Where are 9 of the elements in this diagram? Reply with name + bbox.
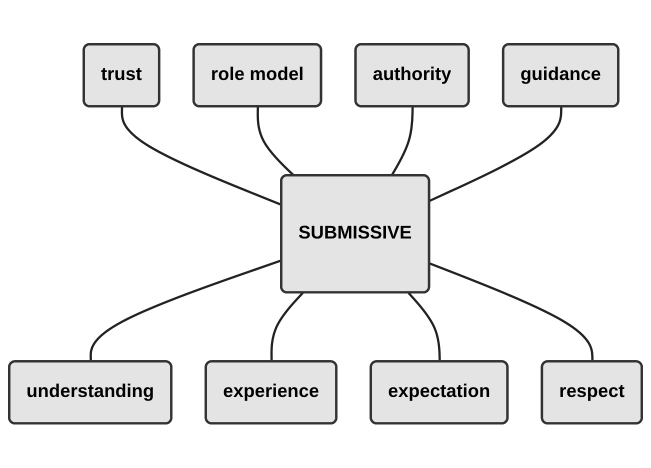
concept-box: expectation — [370, 360, 509, 425]
concept-box: experience — [204, 360, 338, 425]
concept-box: respect — [540, 360, 643, 425]
concept-box: guidance — [502, 43, 620, 108]
concept-box: authority — [354, 43, 470, 108]
concept-box: understanding — [8, 360, 172, 425]
concept-box: trust — [82, 43, 160, 108]
concept-box: SUBMISSIVE — [280, 174, 430, 294]
concept-box: role model — [192, 43, 322, 108]
